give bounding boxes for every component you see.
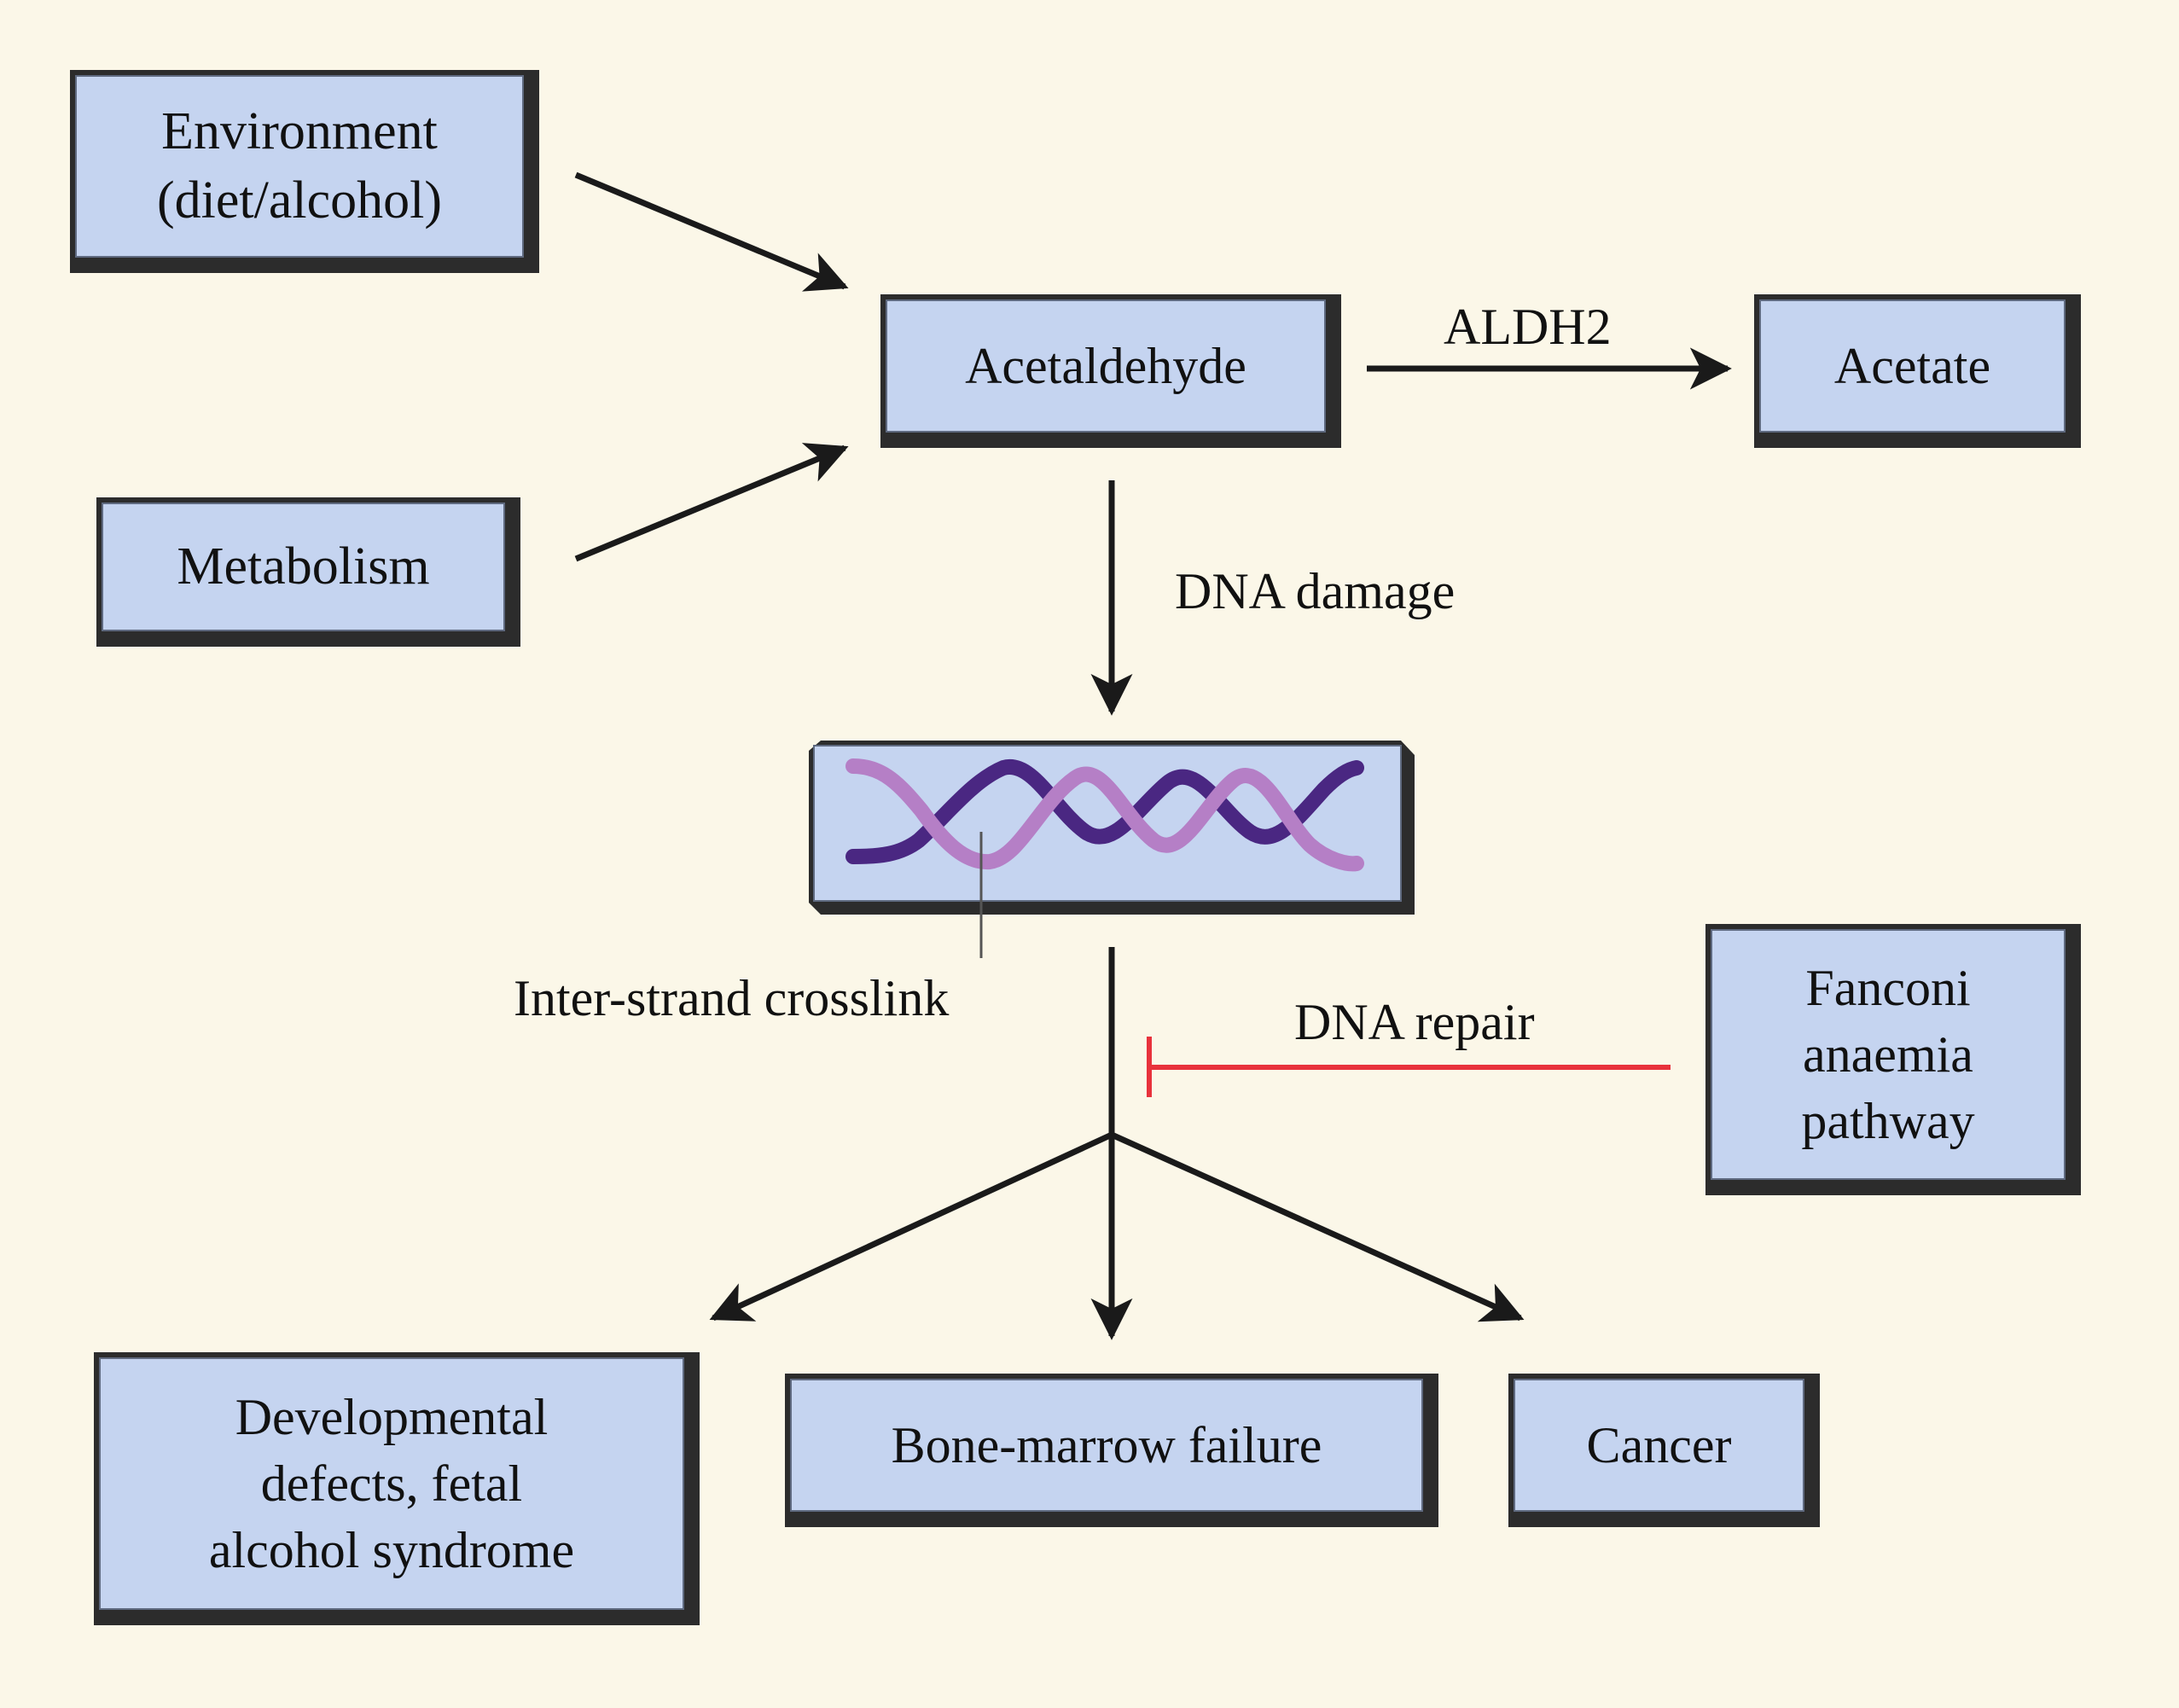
fanconi-label: Fanconi anaemia pathway	[1801, 960, 1975, 1149]
cancer-box: Cancer	[1508, 1374, 1820, 1527]
dna-repair-label: DNA repair	[1294, 994, 1535, 1050]
dna-damage-label: DNA damage	[1175, 563, 1456, 619]
aldh2-label: ALDH2	[1444, 299, 1612, 355]
developmental-box: Developmental defects, fetal alcohol syn…	[94, 1352, 700, 1625]
developmental-label: Developmental defects, fetal alcohol syn…	[208, 1389, 575, 1578]
bone-marrow-label: Bone-marrow failure	[891, 1417, 1322, 1473]
metabolism-box: Metabolism	[96, 497, 520, 647]
environment-label: Environment (diet/alcohol)	[157, 102, 442, 229]
environment-box: Environment (diet/alcohol)	[70, 70, 539, 273]
dna-box	[809, 741, 1415, 958]
acetate-box: Acetate	[1754, 294, 2081, 448]
acetaldehyde-box: Acetaldehyde	[880, 294, 1341, 448]
arrow-metabolism-to-acetaldehyde	[574, 443, 849, 562]
acetate-label: Acetate	[1833, 338, 1991, 394]
arrow-environment-to-acetaldehyde	[574, 171, 849, 292]
acetaldehyde-label: Acetaldehyde	[965, 338, 1246, 394]
inhibition-line	[1147, 1037, 1671, 1097]
metabolism-label: Metabolism	[177, 537, 430, 596]
arrow-to-cancer	[1110, 1131, 1525, 1322]
arrow-to-developmental	[709, 1131, 1113, 1322]
crosslink-label: Inter-strand crosslink	[514, 970, 950, 1026]
bone-marrow-box: Bone-marrow failure	[785, 1374, 1438, 1527]
fanconi-box: Fanconi anaemia pathway	[1705, 924, 2081, 1195]
cancer-label: Cancer	[1586, 1417, 1732, 1473]
dna-helix-icon	[845, 758, 1364, 872]
